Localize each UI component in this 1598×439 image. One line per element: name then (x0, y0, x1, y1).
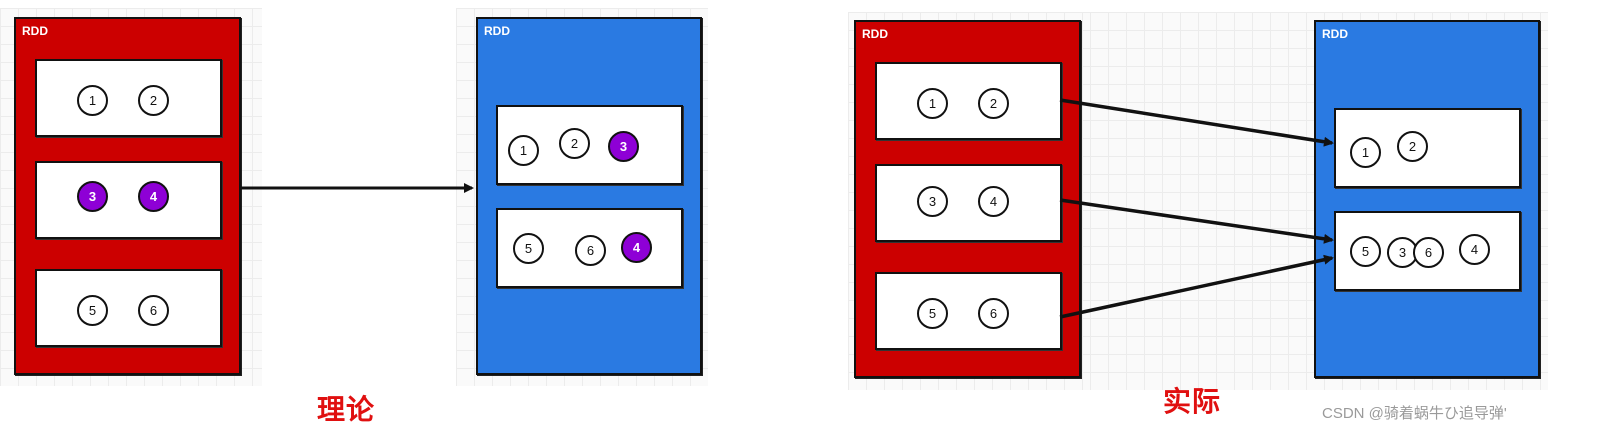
partition: 1 2 (1334, 108, 1521, 188)
rdd-label: RDD (22, 24, 48, 38)
element-circle-highlighted: 3 (77, 181, 108, 212)
element-circle: 1 (917, 88, 948, 119)
element-circle: 5 (917, 298, 948, 329)
element-circle: 2 (978, 88, 1009, 119)
partition: 5 3 6 4 (1334, 211, 1521, 291)
element-circle: 4 (978, 186, 1009, 217)
element-circle: 5 (1350, 236, 1381, 267)
element-circle: 1 (1350, 137, 1381, 168)
theory-source-rdd: RDD 1 2 3 4 5 6 (14, 17, 241, 375)
watermark: CSDN @骑着蜗牛ひ追导弹' (1322, 405, 1507, 422)
rdd-label: RDD (484, 24, 510, 38)
partition: 5 6 4 (496, 208, 683, 288)
actual-arrow-partition-1 (1059, 98, 1334, 147)
partition: 1 2 3 (496, 105, 683, 185)
element-circle: 2 (138, 85, 169, 116)
element-circle-highlighted: 4 (621, 232, 652, 263)
element-circle: 4 (1459, 234, 1490, 265)
actual-arrow-partition-2 (1059, 198, 1334, 244)
partition: 3 4 (875, 164, 1062, 242)
element-circle: 5 (513, 233, 544, 264)
element-circle: 6 (978, 298, 1009, 329)
element-circle: 1 (77, 85, 108, 116)
element-circle: 6 (1413, 237, 1444, 268)
element-circle: 5 (77, 295, 108, 326)
element-circle-highlighted: 4 (138, 181, 169, 212)
element-circle: 1 (508, 135, 539, 166)
partition: 3 4 (35, 161, 222, 239)
partition: 5 6 (35, 269, 222, 347)
element-circle-highlighted: 3 (608, 131, 639, 162)
actual-caption: 实际 (1163, 386, 1222, 417)
partition: 5 6 (875, 272, 1062, 350)
element-circle: 2 (1397, 131, 1428, 162)
element-circle: 2 (559, 128, 590, 159)
theory-caption: 理论 (317, 394, 376, 425)
partition: 1 2 (35, 59, 222, 137)
actual-target-rdd: RDD 1 2 5 3 6 4 (1314, 20, 1540, 378)
rdd-label: RDD (862, 27, 888, 41)
theory-target-rdd: RDD 1 2 3 5 6 4 (476, 17, 702, 375)
element-circle: 6 (575, 235, 606, 266)
element-circle: 3 (1387, 237, 1418, 268)
element-circle: 3 (917, 186, 948, 217)
rdd-label: RDD (1322, 27, 1348, 41)
actual-arrow-partition-3 (1059, 254, 1334, 319)
element-circle: 6 (138, 295, 169, 326)
